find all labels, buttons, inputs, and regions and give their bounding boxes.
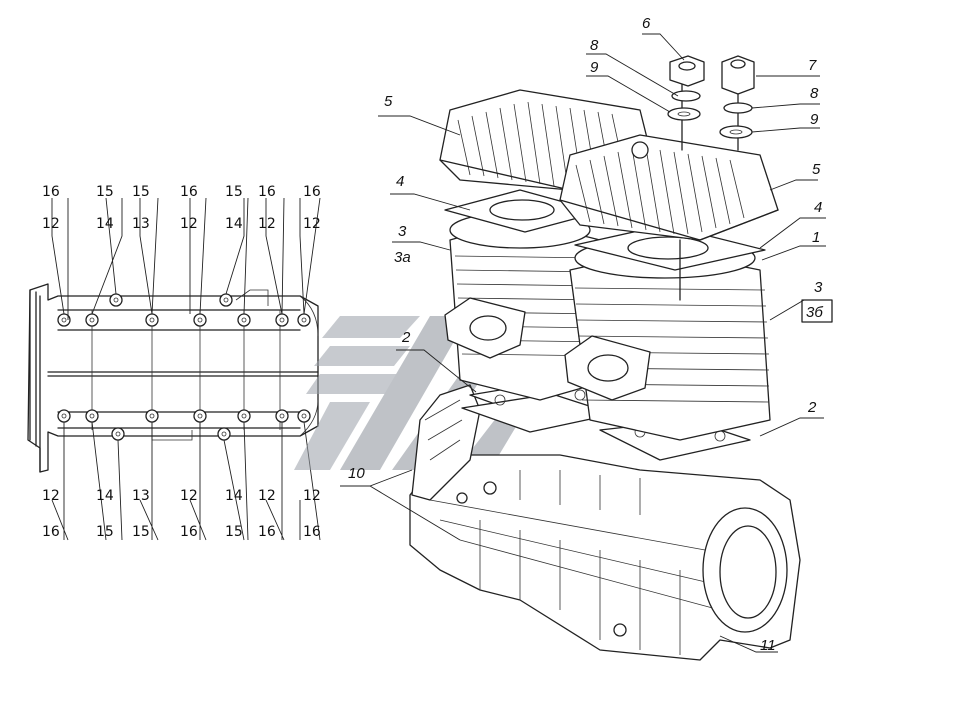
label-bot1-5: 12 [258,488,276,504]
washers [667,90,753,139]
label-bot1-3: 12 [180,488,198,504]
label-bot2-2: 15 [132,524,150,540]
callout-3b-sub: 3б [806,304,823,321]
callout-3a: 3 [398,223,407,240]
nut-6 [669,55,705,87]
callout-9b: 9 [810,111,819,128]
callout-labels: 6 8 9 7 8 9 5 5 4 4 3 3а 1 3 3б 2 2 10 1… [348,15,833,654]
label-top2-4: 14 [225,216,243,232]
label-bot1-2: 13 [132,488,150,504]
callout-8b: 8 [810,85,819,102]
callout-5a: 5 [384,93,393,110]
label-bot1-1: 14 [96,488,114,504]
callout-3a-sub: 3а [394,249,411,266]
label-top2-0: 12 [42,216,60,232]
callout-10: 10 [348,465,365,482]
label-bot1-6: 12 [303,488,321,504]
label-top2-2: 13 [132,216,150,232]
callout-1: 1 [812,229,820,246]
label-top1-6: 16 [303,184,321,200]
callout-9a: 9 [590,59,599,76]
label-bot2-5: 16 [258,524,276,540]
label-top1-2: 15 [132,184,150,200]
nut-7 [721,55,755,95]
label-bot2-1: 15 [96,524,114,540]
label-top1-0: 16 [42,184,60,200]
callout-5b: 5 [812,161,821,178]
label-bot2-6: 16 [303,524,321,540]
callout-11: 11 [760,637,776,654]
callout-4a: 4 [396,173,404,190]
label-bot2-3: 16 [180,524,198,540]
callout-3b: 3 [814,279,823,296]
label-bot1-0: 12 [42,488,60,504]
label-top1-1: 15 [96,184,114,200]
callout-8a: 8 [590,37,599,54]
label-bot2-0: 16 [42,524,60,540]
crankcase [409,454,801,661]
label-top2-5: 12 [258,216,276,232]
label-top1-3: 16 [180,184,198,200]
callout-6: 6 [642,15,651,32]
callout-2a: 2 [401,329,411,346]
callout-2b: 2 [807,399,817,416]
left-bottom-labels: 12 14 13 12 14 12 12 16 15 15 16 15 16 1… [42,488,321,540]
cylinder-head-right [559,134,779,241]
callout-7: 7 [808,57,817,74]
callout-4b: 4 [814,199,822,216]
label-top2-6: 12 [303,216,321,232]
left-view-leaders [51,197,321,541]
label-top1-4: 15 [225,184,243,200]
label-top2-3: 12 [180,216,198,232]
label-top1-5: 16 [258,184,276,200]
callout-leaders [340,33,828,653]
crankcase-plan-view [27,283,319,473]
callout-3b-box [801,299,833,323]
label-bot1-4: 14 [225,488,243,504]
left-top-labels: 16 15 15 16 15 16 16 12 14 13 12 14 12 1… [42,184,321,232]
label-top2-1: 14 [96,216,114,232]
label-bot2-4: 15 [225,524,243,540]
